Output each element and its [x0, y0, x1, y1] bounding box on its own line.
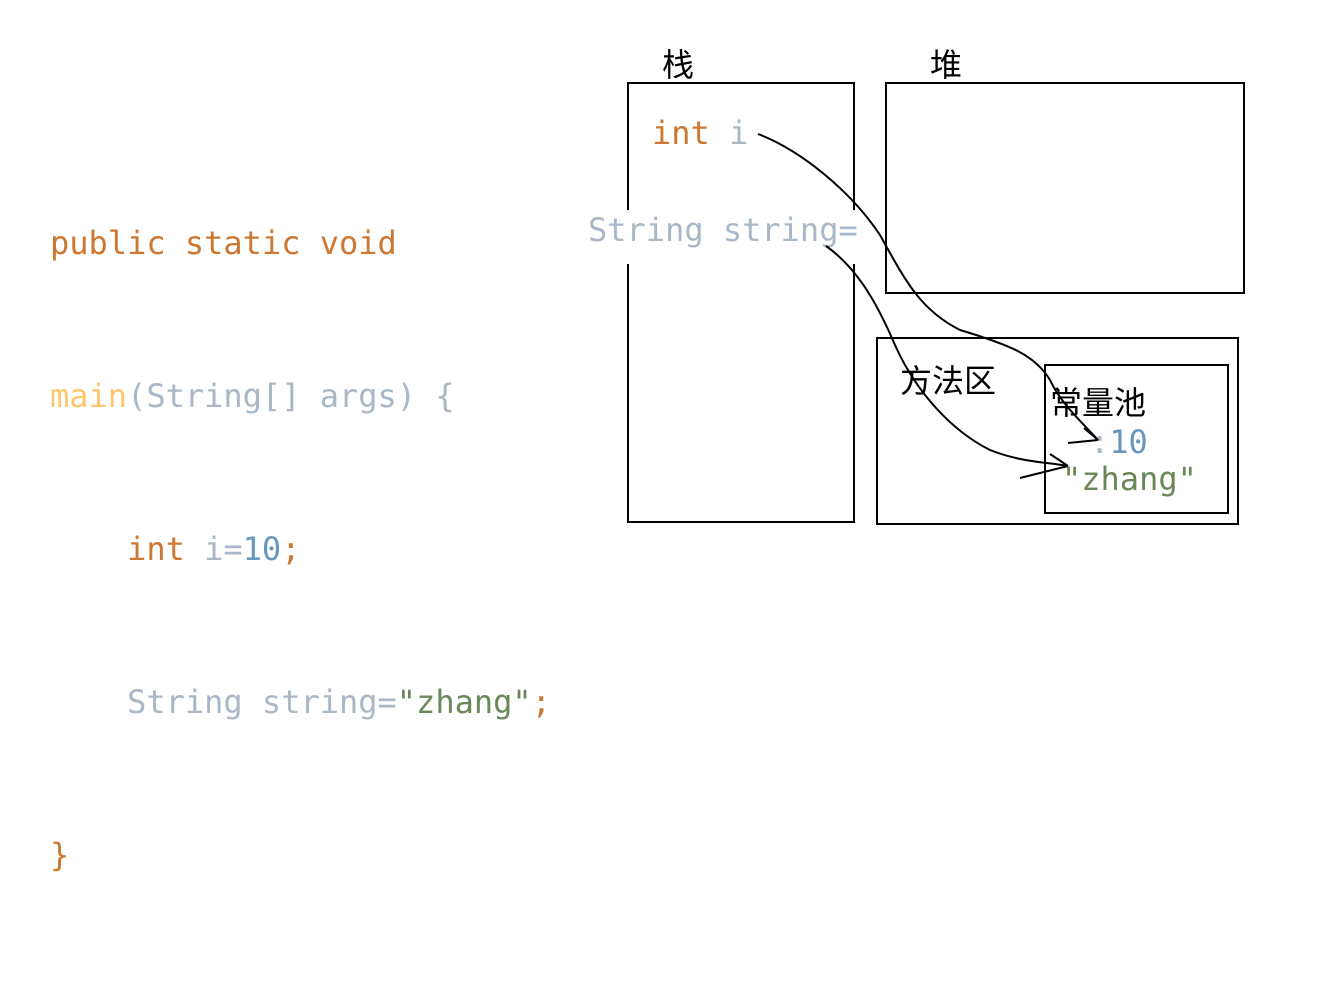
- stack-box: [627, 82, 855, 523]
- stack-label: 栈: [662, 46, 695, 84]
- code-line-2: main(String[] args) {: [50, 371, 551, 422]
- arrow-string-to-pool: [825, 245, 1069, 467]
- code-int-var: i=: [184, 530, 243, 568]
- pool-string-entry: "zhang": [1062, 460, 1197, 498]
- code-line-4: String string="zhang";: [50, 677, 551, 728]
- heap-box: [885, 82, 1245, 294]
- memory-diagram-canvas: public static void main(String[] args) {…: [50, 46, 1245, 874]
- code-string-decl: String string=: [127, 683, 397, 721]
- reference-arrows: [757, 133, 1099, 479]
- stack-string-var: String string=: [588, 211, 858, 249]
- code-string-semicolon: ;: [531, 683, 551, 721]
- code-keywords: public static void: [50, 224, 397, 262]
- code-int-value: 10: [242, 530, 282, 568]
- stack-int-var: int i: [652, 114, 748, 152]
- code-method-name: main: [50, 377, 128, 415]
- string-var-background: [586, 210, 866, 264]
- heap-label: 堆: [930, 46, 963, 84]
- code-line-5: }: [50, 830, 551, 881]
- arrow-string-head: [1019, 453, 1069, 479]
- stack-int-keyword: int: [652, 114, 710, 152]
- code-line-3: int i=10;: [50, 524, 551, 575]
- constant-pool-label: 常量池: [1050, 384, 1147, 422]
- constant-pool-box: [1044, 364, 1229, 514]
- arrow-int-to-pool: [757, 133, 1099, 441]
- pool-int-value: 10: [1109, 423, 1148, 461]
- pool-int-entry: :10: [1090, 423, 1148, 461]
- code-string-value: "zhang": [396, 683, 532, 721]
- code-int-keyword: int: [127, 530, 185, 568]
- code-method-params: (String[] args) {: [127, 377, 455, 415]
- method-area-box: [876, 337, 1239, 525]
- stack-int-name: i: [729, 114, 749, 152]
- code-int-semicolon: ;: [281, 530, 301, 568]
- arrow-int-head: [1067, 427, 1099, 444]
- pool-int-prefix: :: [1090, 423, 1110, 461]
- code-line-1: public static void: [50, 218, 551, 269]
- code-closing-brace: }: [50, 836, 70, 874]
